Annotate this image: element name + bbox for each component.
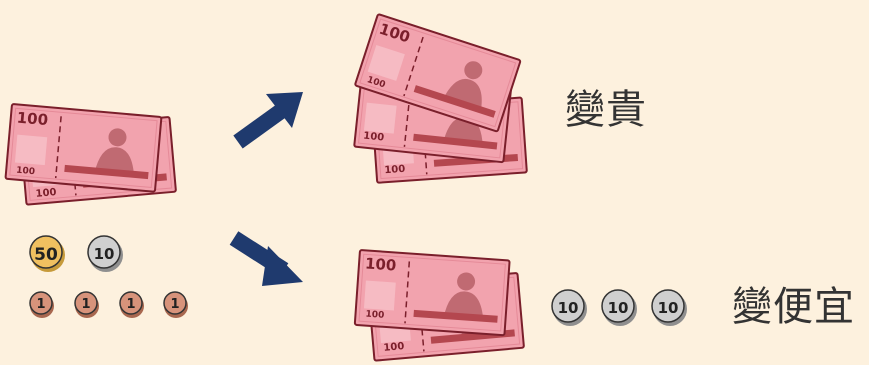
svg-text:100: 100	[364, 254, 396, 274]
svg-text:1: 1	[126, 297, 135, 312]
banknote: 100 100	[4, 103, 163, 193]
lower-banknote-stack: 100 100 100	[353, 249, 525, 362]
banknote: 100	[371, 96, 528, 184]
svg-text:100: 100	[384, 164, 406, 176]
svg-text:1: 1	[36, 297, 45, 312]
svg-text:10: 10	[608, 299, 629, 317]
coin-10: 10	[651, 289, 687, 326]
coin-1: 1	[119, 291, 144, 318]
svg-text:100: 100	[363, 131, 385, 144]
left-coins: 50 10 1 1 1 1	[29, 235, 188, 318]
cheaper-label: 變便宜	[732, 284, 855, 330]
arrow-up-right-icon	[233, 92, 303, 149]
coin-10: 10	[87, 235, 123, 272]
coin-50: 50	[29, 235, 65, 272]
arrow-down-right-icon	[229, 231, 303, 286]
svg-text:10: 10	[558, 299, 579, 317]
banknote: 100 100	[353, 13, 522, 133]
more-expensive-label: 變貴	[565, 87, 647, 133]
svg-text:50: 50	[34, 245, 58, 265]
banknote: 100 100	[353, 249, 511, 337]
banknote: 100	[19, 115, 177, 206]
banknote-value: 100	[35, 187, 57, 200]
coin-1: 1	[74, 291, 99, 318]
lower-coins: 10 10 10	[551, 289, 687, 326]
svg-text:10: 10	[94, 245, 115, 263]
banknote: 100	[353, 71, 513, 164]
banknote-value-small: 100	[16, 166, 36, 178]
left-banknote-stack: 100 100 100	[4, 103, 177, 206]
svg-text:10: 10	[658, 299, 679, 317]
banknote-value: 100	[16, 109, 49, 130]
svg-text:1: 1	[81, 297, 90, 312]
coin-1: 1	[163, 291, 188, 318]
svg-text:100: 100	[383, 341, 405, 354]
banknote: 100	[367, 271, 525, 362]
svg-text:1: 1	[170, 297, 179, 312]
coin-1: 1	[29, 291, 54, 318]
upper-banknote-stack: 100 100 100 100	[353, 13, 528, 184]
coin-10: 10	[551, 289, 587, 326]
svg-text:100: 100	[365, 310, 384, 321]
coin-10: 10	[601, 289, 637, 326]
